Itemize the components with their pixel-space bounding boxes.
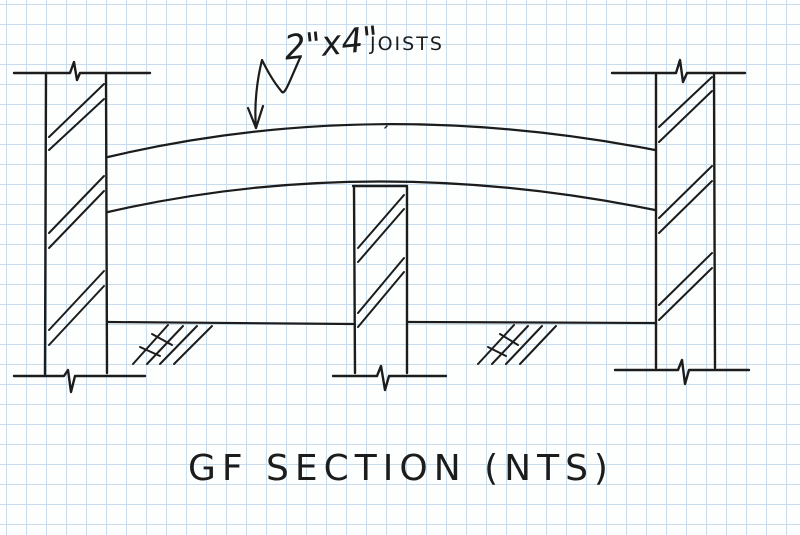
floor-lines xyxy=(106,320,657,326)
center-wall xyxy=(331,184,448,392)
joists xyxy=(106,123,657,214)
joist-leader-arrow xyxy=(246,56,302,130)
section-title: GF SECTION (NTS) xyxy=(188,448,614,489)
ground-hatch-right xyxy=(477,324,557,365)
center-wall-hatching xyxy=(357,194,405,328)
left-wall xyxy=(12,60,152,394)
ground-hatch-left xyxy=(132,324,213,365)
left-wall-hatching xyxy=(48,83,105,346)
right-wall-hatching xyxy=(658,76,713,321)
right-wall xyxy=(610,58,751,386)
joist-type-label: JOISTS xyxy=(369,33,444,55)
joist-size-label: 2"x4" xyxy=(282,19,380,69)
